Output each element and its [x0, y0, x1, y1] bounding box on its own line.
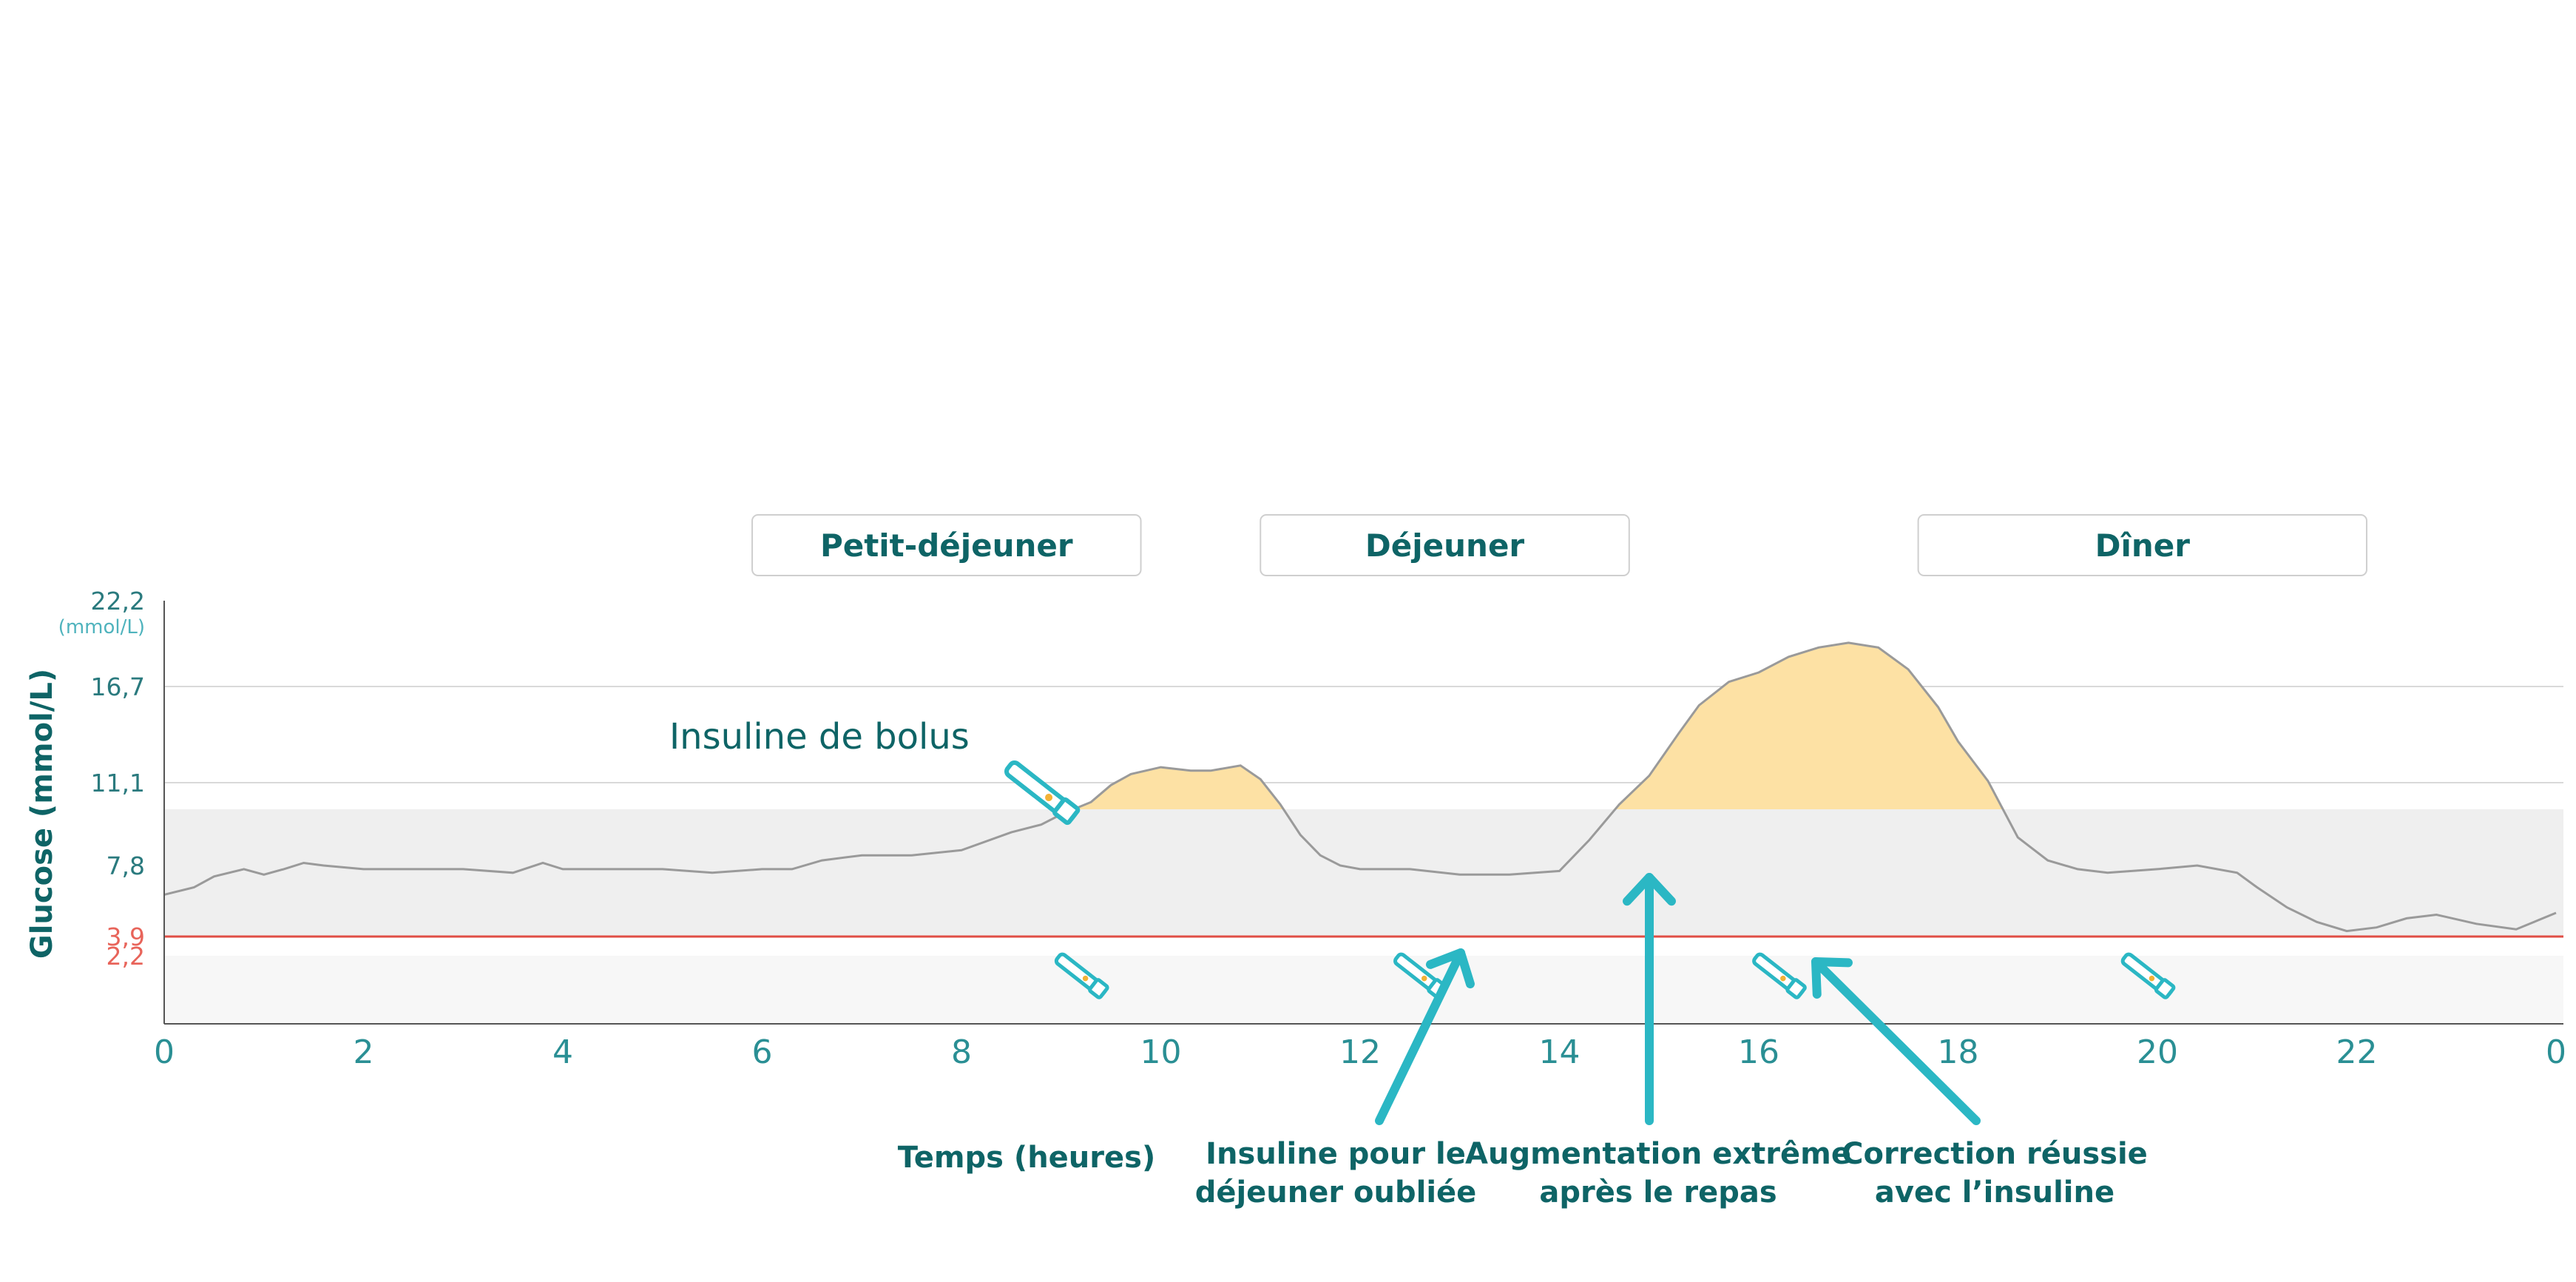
y-axis-label: Glucose (mmol/L) [25, 669, 59, 959]
meal-label-box [751, 514, 1142, 576]
annotation-arrowhead [1623, 873, 1676, 906]
x-tick-label: 22 [2336, 1033, 2378, 1071]
pen-icon [1054, 952, 1109, 999]
annotation: Insuline pour le déjeuner oubliée [1195, 948, 1477, 1210]
meal-label-text: Dîner [2095, 527, 2191, 564]
x-tick-label: 14 [1539, 1033, 1581, 1071]
bolus-doses [1004, 760, 2176, 999]
x-tick-label: 10 [1140, 1033, 1182, 1071]
meal-labels: Petit-déjeuner Déjeuner Dîner [751, 514, 2367, 576]
pen-icon [1752, 952, 1807, 999]
pen-dose-window [1421, 975, 1427, 982]
low-range-band [164, 956, 2563, 1024]
annotation: Correction réussie avec l’insuline [1811, 957, 2148, 1210]
y-tick-label: 2,2 [107, 942, 145, 971]
annotation-text: après le repas [1539, 1175, 1777, 1210]
meal-label: Petit-déjeuner [751, 514, 1142, 576]
x-tick-label: 0 [154, 1033, 175, 1071]
x-axis-label: Temps (heures) [898, 1141, 1155, 1175]
annotation: Augmentation extrême après le repas [1465, 873, 1851, 1210]
y-tick-label: 16,7 [91, 672, 145, 701]
x-tick-label: 12 [1339, 1033, 1381, 1071]
background-bands [164, 809, 2563, 1024]
high-glucose-area [1073, 642, 2004, 809]
annotation-text: Insuline pour le [1206, 1137, 1466, 1171]
x-tick-label: 16 [1738, 1033, 1779, 1071]
x-tick-labels: 0 2 4 6 8 10 12 14 16 18 20 22 0 [154, 1033, 2566, 1071]
x-tick-label: 4 [552, 1033, 573, 1071]
pen-cap [1088, 978, 1109, 999]
annotation-arrow [1811, 957, 1981, 1125]
annotation-arrow [1375, 948, 1465, 1125]
y-tick-label: 3,9 [107, 922, 145, 951]
axes [163, 601, 2563, 1025]
pen-cap [2154, 978, 2176, 999]
pen-icon [1004, 760, 1081, 826]
pen-dose-window [2149, 975, 2155, 982]
meal-label-text: Déjeuner [1365, 527, 1525, 564]
annotation-text: déjeuner oubliée [1195, 1175, 1477, 1210]
annotation-text: Augmentation extrême [1465, 1137, 1851, 1171]
glucose-line [163, 641, 2557, 933]
target-range-band [164, 809, 2563, 937]
meal-label: Dîner [1917, 514, 2367, 576]
x-tick-label: 2 [354, 1033, 374, 1071]
annotation-text: avec l’insuline [1875, 1175, 2114, 1210]
pen-cap [1785, 978, 1807, 999]
y-tick-label: 7,8 [107, 851, 145, 880]
y-axis-unit: (mmol/L) [58, 616, 145, 638]
gridlines [164, 686, 2563, 783]
meal-label-text: Petit-déjeuner [820, 527, 1073, 564]
bolus-label: Insuline de bolus [669, 716, 970, 758]
annotation-arrowhead [1425, 948, 1475, 989]
x-tick-label: 8 [951, 1033, 972, 1071]
x-tick-label: 18 [1938, 1033, 1979, 1071]
y-tick-label: 11,1 [91, 769, 145, 797]
annotation-text: Correction réussie [1842, 1137, 2148, 1171]
x-tick-label: 20 [2137, 1033, 2178, 1071]
pen-dose-window [1045, 794, 1053, 802]
annotation-arrowhead [1811, 957, 1853, 999]
x-tick-label: 6 [752, 1033, 773, 1071]
meal-label-box [1917, 514, 2367, 576]
pen-dose-window [1082, 975, 1089, 982]
meal-label: Déjeuner [1260, 514, 1630, 576]
y-tick-label: 22,2 [91, 587, 145, 615]
pen-icon [2120, 952, 2176, 999]
pen-dose-window [1780, 975, 1786, 982]
meal-label-box [1260, 514, 1630, 576]
pen-cap [1052, 797, 1081, 826]
x-tick-label: 0 [2546, 1033, 2566, 1071]
y-tick-labels: 22,2 16,7 11,1 7,8 3,92,2 [91, 587, 145, 971]
